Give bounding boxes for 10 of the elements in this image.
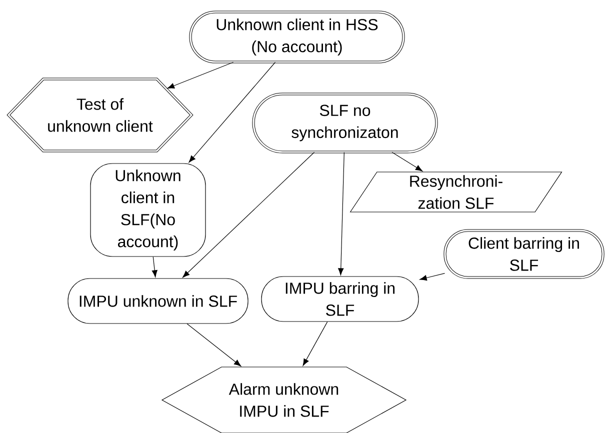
arrow [152, 256, 158, 278]
arrow [338, 152, 344, 276]
arrow [182, 152, 315, 278]
arrow [186, 324, 242, 366]
rounded-box: Unknown client in SLF(No account) [90, 163, 206, 257]
arrow [420, 273, 446, 281]
arrow [392, 152, 423, 172]
arrow [167, 62, 234, 89]
arrow [302, 322, 328, 366]
arrow [188, 62, 276, 163]
